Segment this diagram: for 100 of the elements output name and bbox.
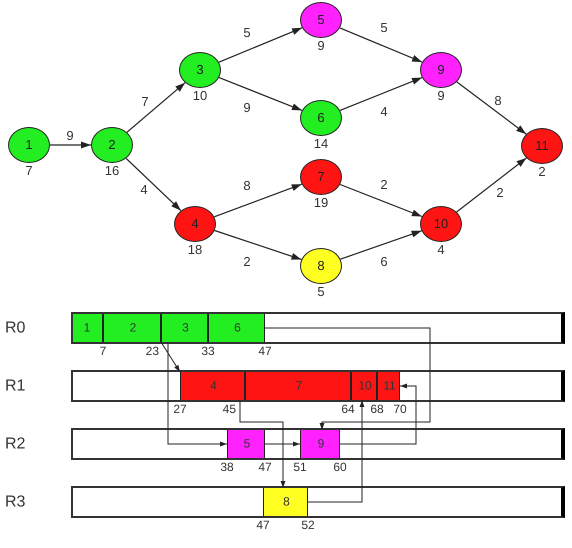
time-label: 51 [293,461,307,474]
task-block [245,372,351,400]
task-node [300,100,342,136]
edge-label: 2 [496,186,504,200]
arrow [456,81,527,135]
task-node [521,128,563,164]
task-block [73,314,103,342]
time-label: 68 [370,403,384,416]
time-label: 7 [100,345,106,358]
edge-label: 9 [66,129,74,143]
node-label: 4 [191,217,199,231]
arrow [340,384,416,444]
time-label: 70 [393,403,407,416]
task-block [161,314,208,342]
node-label: 5 [317,13,325,27]
task-node [179,52,221,88]
time-label: 60 [333,461,347,474]
edge-label: 9 [243,101,251,115]
time-label: 52 [301,519,315,532]
block-label: 10 [358,380,372,392]
task-node [174,206,216,242]
time-label: 38 [220,461,234,474]
node-label: 8 [317,259,325,273]
task-block [351,372,377,400]
arrow [126,82,186,133]
time-label: 27 [173,403,187,416]
arrow [264,328,430,430]
edge-label: 4 [140,183,148,197]
node-label: 9 [437,63,445,77]
edge-label: 8 [494,94,502,108]
edge-label: 7 [141,95,149,109]
edge-label: 5 [380,21,388,35]
arrow [126,158,182,212]
arrow [340,230,422,260]
task-block [103,314,161,342]
node-weight: 2 [538,165,546,179]
edge-label: 6 [380,255,388,269]
node-weight: 19 [314,196,328,210]
row-label: R0 [5,320,26,336]
row-label: R2 [5,436,26,452]
node-label: 10 [434,217,448,231]
block-label: 6 [234,322,241,334]
block-label: 9 [318,438,324,450]
task-block [263,488,308,516]
task-node [91,127,133,163]
block-label: 3 [182,322,189,334]
node-weight: 5 [317,285,325,299]
task-node [300,248,342,284]
node-weight: 9 [437,89,445,103]
block-label: 4 [210,380,217,392]
block-label: 7 [296,380,302,392]
node-weight: 7 [25,164,33,178]
task-node [420,52,462,88]
arrow [340,184,422,218]
arrow [308,400,364,502]
edge-label: 5 [243,26,251,40]
node-label: 7 [317,170,325,184]
node-weight: 10 [192,89,208,103]
time-label: 45 [222,403,236,416]
time-label: 47 [258,345,272,358]
edge-label: 8 [243,179,251,193]
row-label: R3 [5,494,26,510]
arrow [50,142,91,148]
edge-label: 4 [380,105,388,119]
time-label: 23 [146,345,159,358]
time-label: 47 [256,519,270,532]
node-weight: 9 [317,39,325,53]
task-block [377,372,400,400]
task-node [300,159,342,195]
block-label: 5 [244,438,250,450]
node-label: 3 [196,63,204,77]
node-weight: 4 [437,243,445,257]
arrow [218,77,302,111]
row-label: R1 [5,378,26,394]
block-label: 8 [283,496,290,508]
time-label: 33 [201,345,215,358]
arrow [240,400,286,488]
node-label: 6 [317,111,325,125]
task-block [300,430,340,458]
task-block [227,430,265,458]
arrow [264,442,300,446]
arrow [456,158,527,212]
node-weight: 16 [104,164,120,178]
task-block [208,314,265,342]
node-label: 11 [535,139,549,153]
edge-label: 2 [380,178,388,192]
block-label: 1 [84,322,90,334]
task-node [300,2,342,38]
arrow [340,27,422,63]
arrow [214,230,302,260]
task-node [420,206,462,242]
task-node [8,127,50,163]
arrow [214,184,302,218]
arrow [218,27,302,63]
node-weight: 18 [188,243,202,257]
time-label: 47 [258,461,272,474]
time-label: 64 [341,403,355,416]
node-label: 1 [25,138,33,152]
block-label: 2 [130,322,136,334]
arrow [340,77,422,111]
